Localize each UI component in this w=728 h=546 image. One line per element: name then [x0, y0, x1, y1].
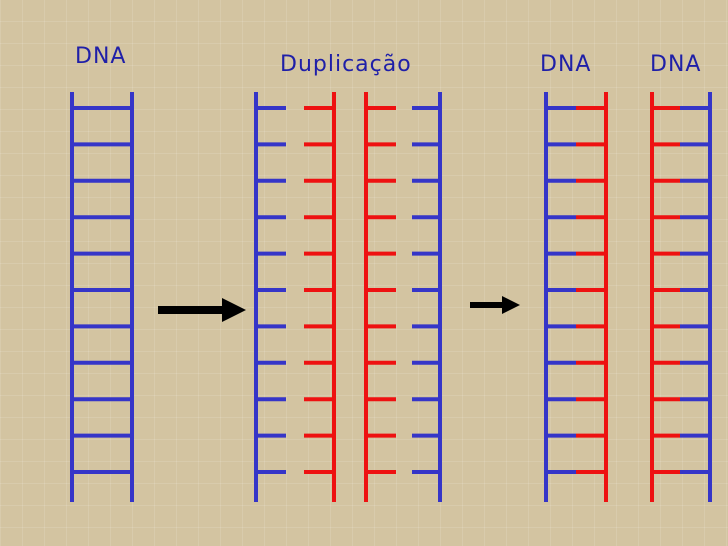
label-dna-copy-1: DNA [540, 52, 592, 77]
label-dna-copy-2: DNA [650, 52, 702, 77]
label-duplication: Duplicação [280, 52, 412, 77]
label-dna-original: DNA [75, 44, 127, 69]
